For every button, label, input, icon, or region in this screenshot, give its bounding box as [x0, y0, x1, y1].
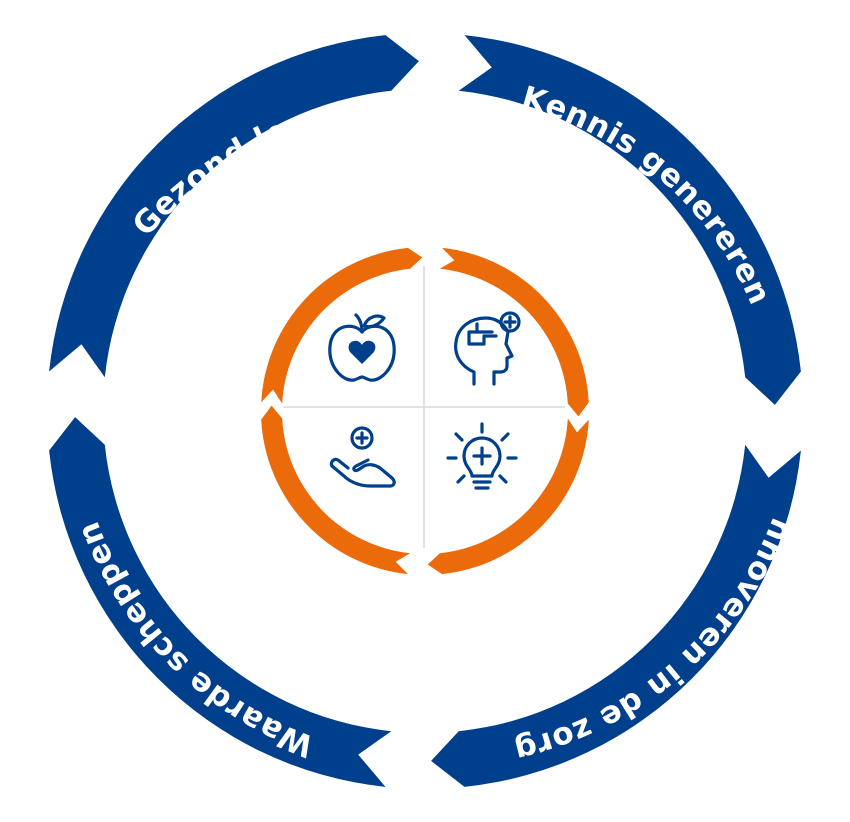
inner-segment-top-left — [261, 247, 423, 404]
inner-ring — [261, 247, 589, 575]
inner-segment-top-right — [439, 247, 589, 417]
segment-bottom-left — [49, 417, 392, 787]
inner-segment-bottom-left — [261, 405, 411, 575]
outer-ring — [49, 35, 801, 787]
apple-heart-icon — [328, 313, 396, 382]
hand-plus-icon — [329, 426, 396, 488]
segment-top-left — [49, 35, 419, 378]
inner-segment-bottom-right — [427, 418, 589, 575]
head-brain-plus-icon — [454, 311, 521, 386]
segment-label-bottom-right: Innoveren in de zorg — [0, 0, 800, 769]
segment-top-right — [458, 35, 801, 405]
segment-bottom-right — [431, 444, 801, 787]
lightbulb-plus-icon — [446, 422, 518, 490]
